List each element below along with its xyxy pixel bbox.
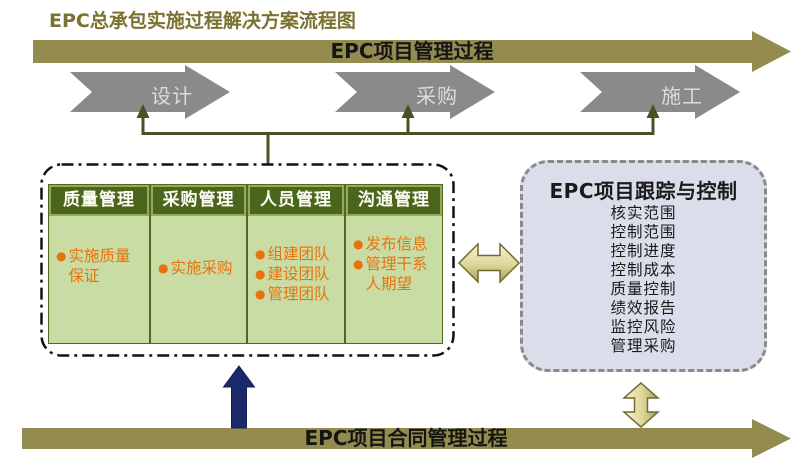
item-label: 实施质量保证 [68,247,131,285]
tracking-panel: EPC项目跟踪与控制 核实范围 控制范围 控制进度 控制成本 质量控制 绩效报告… [520,160,767,372]
tracking-item: 绩效报告 [610,299,677,317]
item-label: 管理干系人期望 [365,255,428,293]
bullet-icon: ● [353,237,364,251]
bottom-process-arrow-shape [22,419,791,458]
phase-arrow-procurement-shape [335,65,495,119]
column-quality-management: 质量管理 ● 实施质量保证 [48,184,150,344]
contract-input-arrow [222,365,256,429]
item-label: 组建团队 [267,245,330,263]
bullet-icon: ● [255,247,266,261]
column-procurement-management: 采购管理 ● 实施采购 [150,184,247,344]
connector-line [141,117,655,164]
column-quality-header: 质量管理 [49,185,149,216]
bullet-icon: ● [353,257,364,271]
item-label: 发布信息 [365,235,428,253]
list-item: ● 实施质量保证 [56,246,145,286]
phase-construction-label: 施工 [661,84,703,108]
column-personnel-management: 人员管理 ● 组建团队 ● 建设团队 ● 管理团队 [247,184,345,344]
item-label: 建设团队 [267,265,330,283]
phase-procurement-label: 采购 [416,84,458,108]
column-procurement-header: 采购管理 [151,185,246,216]
list-item: ● 组建团队 [255,244,340,264]
bullet-icon: ● [255,267,266,281]
sync-arrow-vertical [622,381,660,429]
tracking-item: 控制进度 [610,242,677,260]
column-communication-header: 沟通管理 [346,185,442,216]
column-quality-body: ● 实施质量保证 [49,216,149,286]
phase-design-label: 设计 [151,84,193,108]
list-item: ● 发布信息 [353,234,438,254]
list-item: ● 建设团队 [255,264,340,284]
phase-arrow-design-shape [70,65,230,119]
top-process-arrow-shape [33,31,791,72]
sync-arrow-horizontal [457,242,521,284]
column-personnel-header: 人员管理 [248,185,344,216]
bullet-icon: ● [158,261,169,275]
tracking-item: 管理采购 [610,337,677,355]
column-communication-management: 沟通管理 ● 发布信息 ● 管理干系人期望 [345,184,443,344]
column-personnel-body: ● 组建团队 ● 建设团队 ● 管理团队 [248,216,344,304]
tracking-item: 控制范围 [610,223,677,241]
top-process-label: EPC项目管理过程 [330,39,494,63]
connector-arrowhead-procurement [401,104,415,118]
bottom-process-label: EPC项目合同管理过程 [304,426,508,450]
bullet-icon: ● [56,249,67,263]
tracking-item: 质量控制 [610,280,677,298]
phase-arrow-construction-head [695,65,740,119]
column-procurement-body: ● 实施采购 [151,216,246,278]
tracking-panel-title: EPC项目跟踪与控制 [549,179,738,203]
management-panel-border [40,163,455,357]
list-item: ● 管理团队 [255,284,340,304]
tracking-item: 控制成本 [610,261,677,279]
item-label: 管理团队 [267,285,330,303]
tracking-item: 核实范围 [610,204,677,222]
bullet-icon: ● [255,287,266,301]
list-item: ● 实施采购 [158,258,242,278]
page-title: EPC总承包实施过程解决方案流程图 [49,10,356,32]
list-item: ● 管理干系人期望 [353,254,438,294]
item-label: 实施采购 [170,259,233,277]
column-communication-body: ● 发布信息 ● 管理干系人期望 [346,216,442,294]
connector-arrowhead-design [136,104,150,118]
connector-arrowhead-construction [646,104,660,118]
tracking-item: 监控风险 [610,318,677,336]
